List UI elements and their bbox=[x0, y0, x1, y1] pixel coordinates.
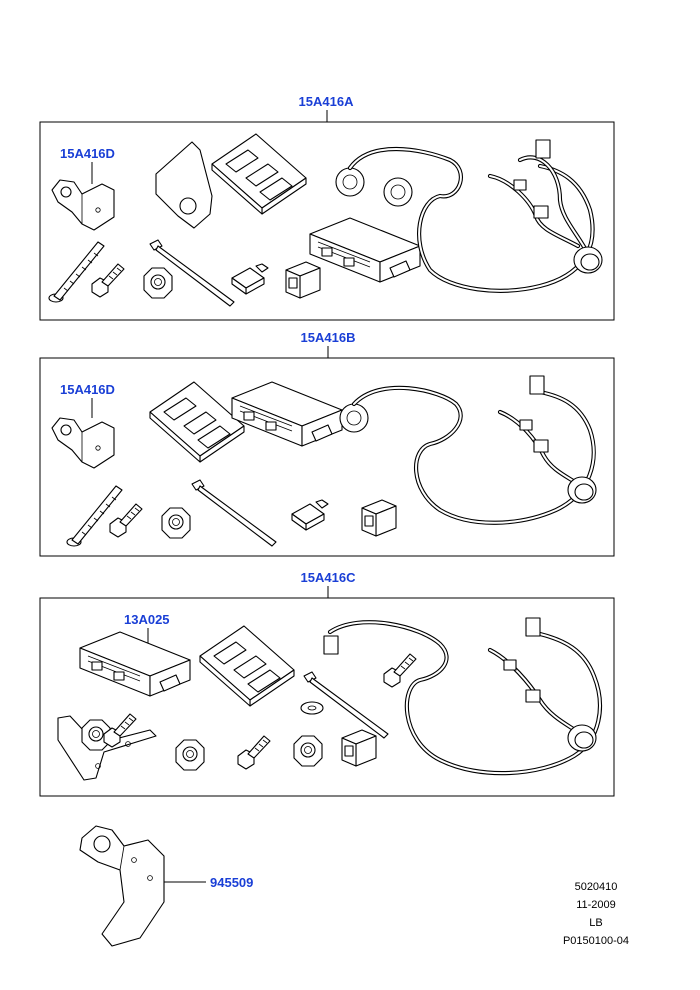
kit-b-bracket bbox=[51, 417, 115, 469]
kit-b-wiring-harness bbox=[351, 375, 597, 525]
kit-a-group: 15A416A 15A416D bbox=[39, 94, 615, 321]
kit-b-bolt-short bbox=[109, 503, 143, 538]
kit-c-group: 15A416C 13A025 bbox=[39, 570, 615, 797]
kit-a-mount-bracket bbox=[155, 141, 213, 229]
kit-c-flange-nut bbox=[293, 735, 323, 767]
bracket-945509-callout[interactable]: 945509 bbox=[210, 875, 253, 890]
kit-b-nut bbox=[161, 507, 191, 539]
bracket-945509 bbox=[79, 825, 165, 947]
drawing-number: P0150100-04 bbox=[563, 935, 629, 947]
kit-c-frame bbox=[39, 597, 615, 797]
kit-b-socket-connector bbox=[339, 403, 369, 433]
drawing-info: 5020410 11-2009 LB P0150100-04 bbox=[563, 881, 629, 947]
kit-a-fuse bbox=[231, 263, 269, 295]
kit-a-bracket-callout[interactable]: 15A416D bbox=[60, 146, 115, 161]
ref-number: 5020410 bbox=[575, 881, 618, 893]
kit-a-module bbox=[309, 217, 421, 283]
kit-b-group: 15A416B 15A416D bbox=[39, 330, 615, 557]
language-code: LB bbox=[589, 917, 602, 929]
kit-c-callout[interactable]: 15A416C bbox=[301, 570, 357, 585]
kit-b-callout[interactable]: 15A416B bbox=[301, 330, 356, 345]
kit-c-wiring-harness bbox=[323, 617, 602, 776]
kit-a-frame bbox=[39, 121, 615, 321]
kit-c-module-callout[interactable]: 13A025 bbox=[124, 612, 170, 627]
kit-c-module bbox=[79, 631, 191, 697]
kit-b-bracket-callout[interactable]: 15A416D bbox=[60, 382, 115, 397]
kit-a-bolt-short bbox=[91, 263, 125, 298]
issue-date: 11-2009 bbox=[576, 899, 616, 911]
kit-b-plate bbox=[149, 381, 245, 463]
kit-a-bracket bbox=[51, 179, 115, 231]
kit-b-fuse bbox=[291, 499, 329, 531]
kit-a-plate bbox=[211, 133, 307, 215]
kit-c-plate bbox=[199, 625, 295, 707]
kit-b-module bbox=[231, 381, 343, 447]
kit-a-nut bbox=[143, 267, 173, 299]
kit-b-frame bbox=[39, 357, 615, 557]
kit-a-socket-connectors bbox=[335, 167, 413, 207]
kit-b-cable-tie bbox=[191, 479, 277, 547]
kit-a-relay bbox=[285, 261, 321, 299]
kit-a-callout[interactable]: 15A416A bbox=[299, 94, 355, 109]
kit-c-bolt-upright bbox=[383, 653, 417, 688]
kit-c-nut bbox=[175, 739, 205, 771]
kit-b-bolt-long bbox=[66, 485, 123, 547]
kit-c-bolt-medium bbox=[237, 735, 271, 770]
bracket-945509-group: 945509 bbox=[79, 825, 253, 947]
kit-b-relay bbox=[361, 499, 397, 537]
kit-a-wiring-harness bbox=[347, 139, 603, 293]
kit-c-relay bbox=[341, 729, 377, 767]
kit-c-washer bbox=[300, 701, 324, 715]
